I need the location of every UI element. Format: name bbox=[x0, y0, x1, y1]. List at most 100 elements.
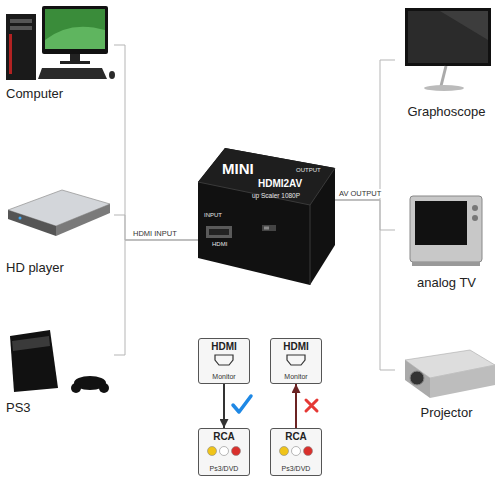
box-ground bbox=[270, 338, 322, 384]
brand-text: MINI bbox=[222, 160, 254, 177]
device-computer: Computer bbox=[2, 2, 114, 106]
cable-line bbox=[114, 45, 198, 240]
signal-label: HDMI INPUT bbox=[132, 229, 178, 238]
port-caption: Ps3/DVD bbox=[282, 465, 311, 473]
ps3-illustration bbox=[10, 330, 109, 393]
tv-knob bbox=[472, 205, 478, 211]
cable-line bbox=[335, 200, 395, 370]
tv-body bbox=[410, 196, 482, 262]
box-ground bbox=[198, 338, 250, 384]
device-label: Computer bbox=[6, 87, 63, 102]
port-box: HDMI Monitor bbox=[198, 338, 250, 384]
check-mark bbox=[233, 396, 251, 412]
monitor-base bbox=[60, 61, 90, 64]
screen bbox=[408, 11, 488, 63]
device-label: Projector bbox=[420, 406, 472, 421]
player-side bbox=[56, 204, 110, 236]
mouse bbox=[109, 71, 115, 79]
port-label: HDMI bbox=[212, 241, 227, 248]
tv-knob bbox=[472, 215, 478, 221]
controller-grip bbox=[71, 383, 81, 393]
cable-line bbox=[114, 240, 198, 355]
cable-line bbox=[114, 215, 198, 240]
stand bbox=[441, 66, 446, 86]
rca-yellow bbox=[208, 447, 217, 456]
rca-white bbox=[292, 447, 301, 456]
drive-bay bbox=[10, 19, 32, 23]
drive-bay bbox=[10, 26, 32, 30]
port-name: HDMI bbox=[211, 341, 237, 353]
converter-illustration bbox=[198, 148, 335, 285]
stand-base bbox=[424, 85, 464, 91]
screen-art bbox=[45, 27, 105, 49]
pc-tower bbox=[6, 14, 36, 80]
screen-glare bbox=[440, 11, 488, 40]
device-projector: Projector bbox=[395, 335, 498, 425]
model-text: HDMI2AV bbox=[258, 178, 302, 190]
port-name: RCA bbox=[285, 431, 307, 443]
converter-edge bbox=[198, 168, 335, 285]
box-ground bbox=[270, 428, 322, 476]
port-label: INPUT bbox=[204, 212, 222, 219]
screen-frame bbox=[405, 8, 491, 66]
port-caption: Monitor bbox=[284, 373, 307, 381]
switch-knob bbox=[264, 227, 269, 230]
port-box: HDMI Monitor bbox=[270, 338, 322, 384]
spec-text: up Scaler 1080P bbox=[252, 192, 300, 199]
hdmi-port-inner bbox=[209, 229, 229, 235]
hdmi-plug-icon bbox=[215, 355, 233, 365]
power-light bbox=[19, 217, 22, 220]
signal-label: AV OUTPUT bbox=[338, 189, 382, 198]
direction-arrow bbox=[223, 384, 225, 428]
projector-side bbox=[430, 365, 495, 398]
device-hd-player: HD player bbox=[2, 180, 114, 280]
projector-illustration bbox=[405, 350, 495, 398]
converter-top bbox=[198, 148, 335, 205]
converter-body bbox=[198, 148, 335, 285]
port-box: RCA Ps3/DVD bbox=[270, 428, 322, 476]
hdmi-port bbox=[206, 226, 232, 238]
switch bbox=[262, 225, 276, 231]
monitor-frame bbox=[42, 6, 108, 54]
device-ps3: PS3 bbox=[2, 325, 114, 420]
device-label: PS3 bbox=[6, 401, 31, 416]
cable-line bbox=[335, 200, 395, 230]
hd-player-illustration bbox=[8, 190, 110, 236]
rca-white bbox=[220, 447, 229, 456]
controller-grip bbox=[99, 383, 109, 393]
device-label: Graphoscope bbox=[407, 105, 485, 120]
port-box: RCA Ps3/DVD bbox=[198, 428, 250, 476]
box-ground bbox=[198, 428, 250, 476]
tv-screen bbox=[415, 201, 467, 245]
computer-illustration bbox=[6, 6, 115, 80]
console-highlight bbox=[12, 336, 50, 351]
device-graphoscope: Graphoscope bbox=[395, 2, 498, 124]
converter-box: MINI HDMI2AV up Scaler 1080P INPUT OUTPUT HDM… bbox=[198, 148, 335, 285]
monitor-screen bbox=[45, 9, 105, 49]
rca-red bbox=[304, 447, 313, 456]
device-label: HD player bbox=[6, 261, 64, 276]
port-caption: Ps3/DVD bbox=[210, 465, 239, 473]
port-caption: Monitor bbox=[212, 373, 235, 381]
tower-light bbox=[9, 34, 12, 74]
graphoscope-illustration bbox=[405, 8, 491, 91]
port-name: RCA bbox=[213, 431, 235, 443]
hdmi-plug-icon bbox=[287, 355, 305, 365]
console-body bbox=[10, 330, 58, 392]
projector-lens bbox=[410, 371, 424, 385]
device-analog-tv: analog TV bbox=[395, 190, 498, 295]
port-name: HDMI bbox=[283, 341, 309, 353]
port-label: OUTPUT bbox=[296, 167, 321, 174]
rca-red bbox=[232, 447, 241, 456]
device-label: analog TV bbox=[417, 276, 476, 291]
cross-mark bbox=[306, 400, 317, 411]
rca-yellow bbox=[280, 447, 289, 456]
analog-tv-illustration bbox=[410, 196, 482, 266]
player-front bbox=[8, 210, 56, 236]
tv-base bbox=[412, 262, 480, 266]
monitor-stand bbox=[70, 54, 80, 62]
cable-line bbox=[335, 60, 395, 200]
projector-front bbox=[405, 360, 430, 398]
direction-arrow bbox=[295, 384, 297, 428]
